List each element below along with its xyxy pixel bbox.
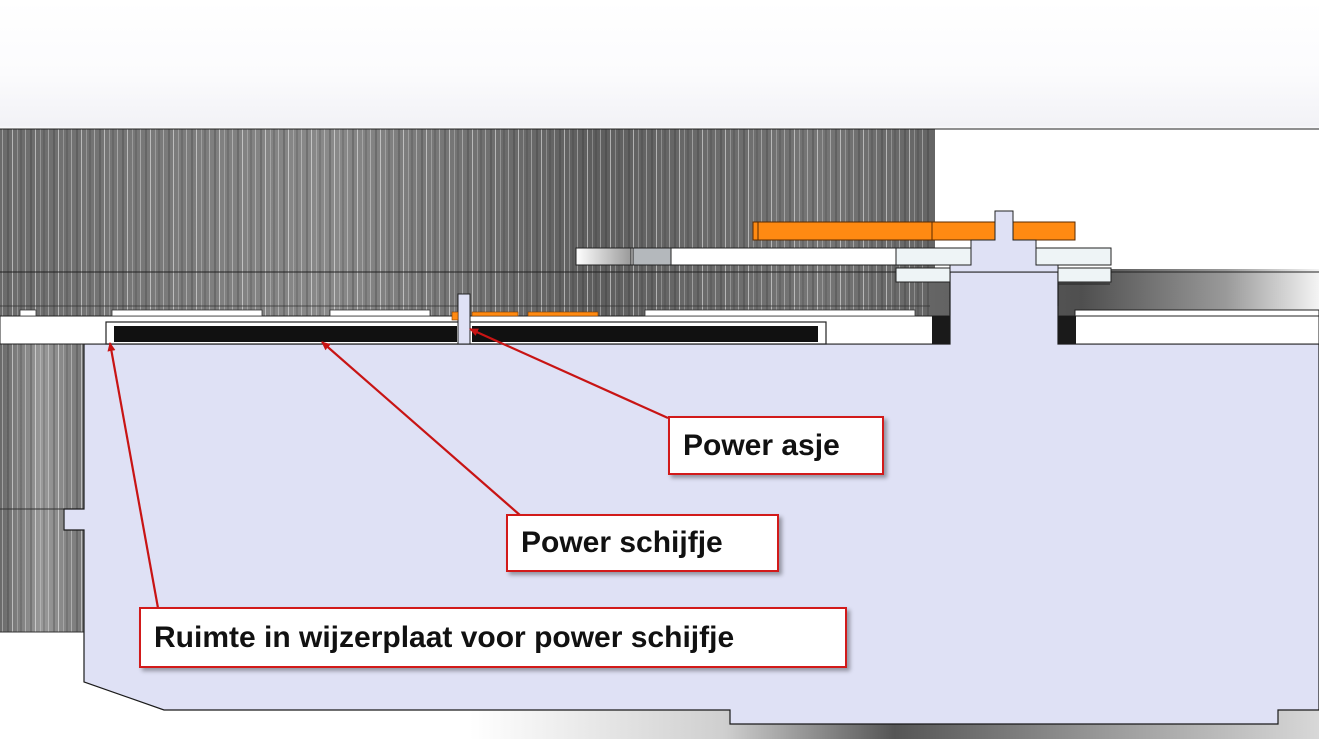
metal-left-column bbox=[0, 344, 84, 633]
annotation-arrows bbox=[107, 327, 669, 609]
arrow-power-schijfje bbox=[321, 341, 522, 517]
label-power-asje-text: Power asje bbox=[683, 428, 840, 462]
orange-small-parts bbox=[451, 311, 599, 321]
power-disc bbox=[114, 326, 818, 342]
label-ruimte-wijzerplaat: Ruimte in wijzerplaat voor power schijfj… bbox=[139, 607, 847, 668]
arrow-ruimte bbox=[107, 342, 160, 609]
label-power-asje: Power asje bbox=[668, 416, 884, 475]
label-ruimte-text: Ruimte in wijzerplaat voor power schijfj… bbox=[154, 620, 735, 654]
gear-stack bbox=[575, 247, 1112, 283]
orange-wheel bbox=[752, 221, 1076, 241]
label-power-schijfje: Power schijfje bbox=[506, 514, 779, 572]
power-shaft bbox=[457, 293, 471, 345]
arrow-power-asje bbox=[469, 327, 669, 420]
label-power-schijfje-text: Power schijfje bbox=[521, 526, 723, 559]
central-arbor bbox=[949, 210, 1059, 273]
